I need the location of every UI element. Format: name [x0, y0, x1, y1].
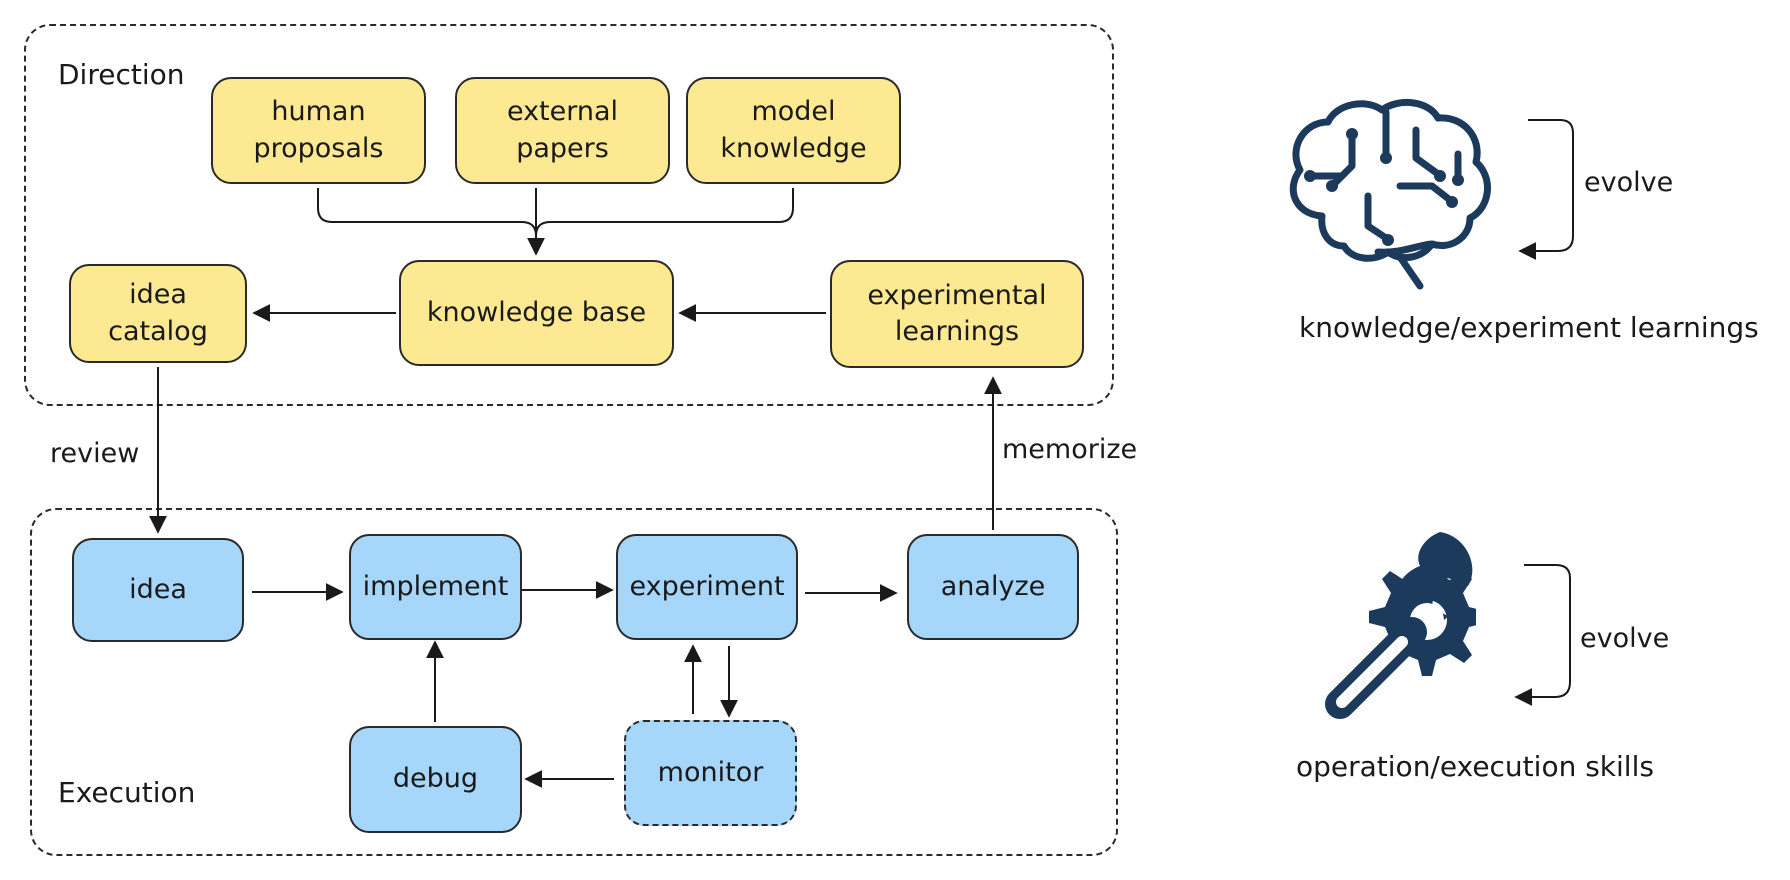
evolve-label-brain: evolve	[1584, 167, 1674, 198]
node-idea: idea	[72, 538, 244, 642]
edge-label-memorize: memorize	[1002, 434, 1138, 465]
execution-group	[30, 508, 1118, 856]
node-experiment: experiment	[616, 534, 798, 640]
node-analyze: analyze	[907, 534, 1079, 640]
caption-knowledge-experiment-learnings: knowledge/experiment learnings	[1299, 311, 1759, 344]
node-human-proposals: human proposals	[211, 77, 426, 184]
direction-group-label: Direction	[58, 58, 185, 91]
node-implement: implement	[349, 534, 522, 640]
node-experimental-learnings: experimental learnings	[830, 260, 1084, 368]
evolve-label-tools: evolve	[1580, 623, 1670, 654]
evolve-bracket-brain	[1518, 119, 1574, 260]
node-knowledge-base: knowledge base	[399, 260, 674, 366]
edge-label-review: review	[50, 438, 140, 469]
caption-operation-execution-skills: operation/execution skills	[1296, 750, 1654, 783]
node-idea-catalog: idea catalog	[69, 264, 247, 363]
evolve-bracket-tools	[1514, 564, 1571, 706]
wrench-gear-icon	[1316, 528, 1485, 728]
node-monitor: monitor	[624, 720, 797, 826]
node-debug: debug	[349, 726, 522, 833]
node-model-knowledge: model knowledge	[686, 77, 901, 184]
execution-group-label: Execution	[58, 776, 196, 809]
direction-group	[24, 24, 1114, 406]
node-external-papers: external papers	[455, 77, 670, 184]
brain-icon	[1282, 96, 1496, 290]
